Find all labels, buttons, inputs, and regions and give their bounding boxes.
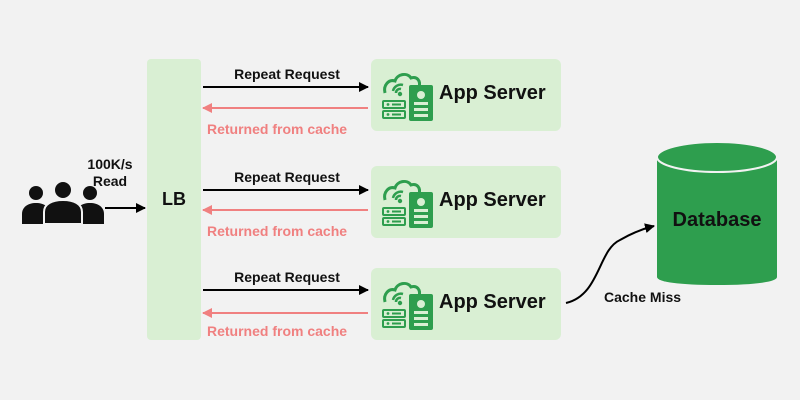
cloud-server-icon [382, 179, 433, 228]
load-balancer-label: LB [162, 189, 186, 209]
request-label-3: Repeat Request [234, 269, 340, 285]
database-label: Database [672, 209, 762, 231]
cache-miss-arrow [565, 223, 655, 304]
request-label-1: Repeat Request [234, 66, 340, 82]
app-server-label: App Server [439, 82, 546, 104]
cloud-server-icon [382, 72, 433, 121]
cache-miss-label: Cache Miss [604, 289, 682, 305]
database-cylinder-icon [656, 141, 778, 285]
request-label-2: Repeat Request [234, 169, 340, 185]
app-server-2: App Server [371, 166, 561, 238]
rate-text: 100K/s [87, 156, 133, 172]
read-rate-label: 100K/s Read [78, 156, 142, 190]
return-label-3: Returned from cache [207, 323, 348, 339]
read-text: Read [92, 173, 128, 189]
app-server-1: App Server [371, 59, 561, 131]
users-icon [22, 180, 104, 224]
load-balancer: LB [147, 59, 201, 340]
app-server-label: App Server [439, 189, 546, 211]
app-server-3: App Server [371, 268, 561, 340]
app-server-label: App Server [439, 291, 546, 313]
return-label-1: Returned from cache [207, 121, 348, 137]
return-label-2: Returned from cache [207, 223, 348, 239]
cloud-server-icon [382, 281, 433, 330]
